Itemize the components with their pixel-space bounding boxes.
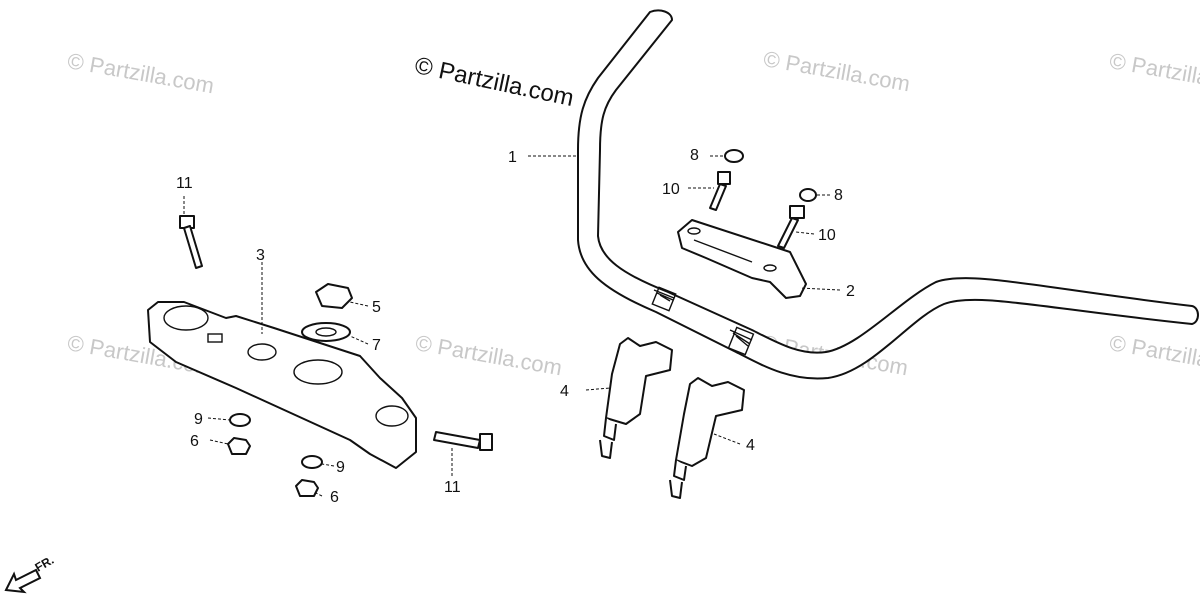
- callout-10: 10: [662, 181, 680, 198]
- bridge-bolt[interactable]: [433, 431, 493, 451]
- callout-8: 8: [690, 147, 699, 164]
- callout-2: 2: [846, 283, 855, 300]
- callout-3: 3: [256, 247, 265, 264]
- handlebar-lower-holder[interactable]: [669, 377, 745, 499]
- callout-11: 11: [444, 479, 461, 496]
- callout-9: 9: [194, 411, 203, 428]
- callout-11: 11: [176, 175, 193, 192]
- top-bridge[interactable]: [147, 301, 417, 469]
- bolt-cap[interactable]: [724, 149, 744, 163]
- handlebar[interactable]: [577, 9, 1199, 380]
- holder-bolt[interactable]: [777, 205, 805, 249]
- callout-8: 8: [834, 187, 843, 204]
- nut[interactable]: [227, 437, 251, 455]
- callout-6: 6: [330, 489, 339, 506]
- callout-7: 7: [372, 337, 381, 354]
- handlebar-lower-holder[interactable]: [599, 337, 673, 459]
- callout-9: 9: [336, 459, 345, 476]
- holder-bolt[interactable]: [709, 171, 731, 211]
- callout-10: 10: [818, 227, 836, 244]
- handlebar-upper-holder[interactable]: [677, 219, 807, 299]
- washer[interactable]: [301, 455, 323, 469]
- washer[interactable]: [301, 322, 351, 342]
- washer[interactable]: [229, 413, 251, 427]
- callout-5: 5: [372, 299, 381, 316]
- bridge-bolt[interactable]: [179, 215, 203, 269]
- callout-1: 1: [508, 149, 517, 166]
- callout-6: 6: [190, 433, 199, 450]
- callout-4: 4: [746, 437, 755, 454]
- bolt-cap[interactable]: [799, 188, 817, 202]
- nut[interactable]: [295, 479, 319, 497]
- front-direction-arrow-icon: [4, 568, 42, 594]
- nut[interactable]: [315, 283, 353, 309]
- callout-4: 4: [560, 383, 569, 400]
